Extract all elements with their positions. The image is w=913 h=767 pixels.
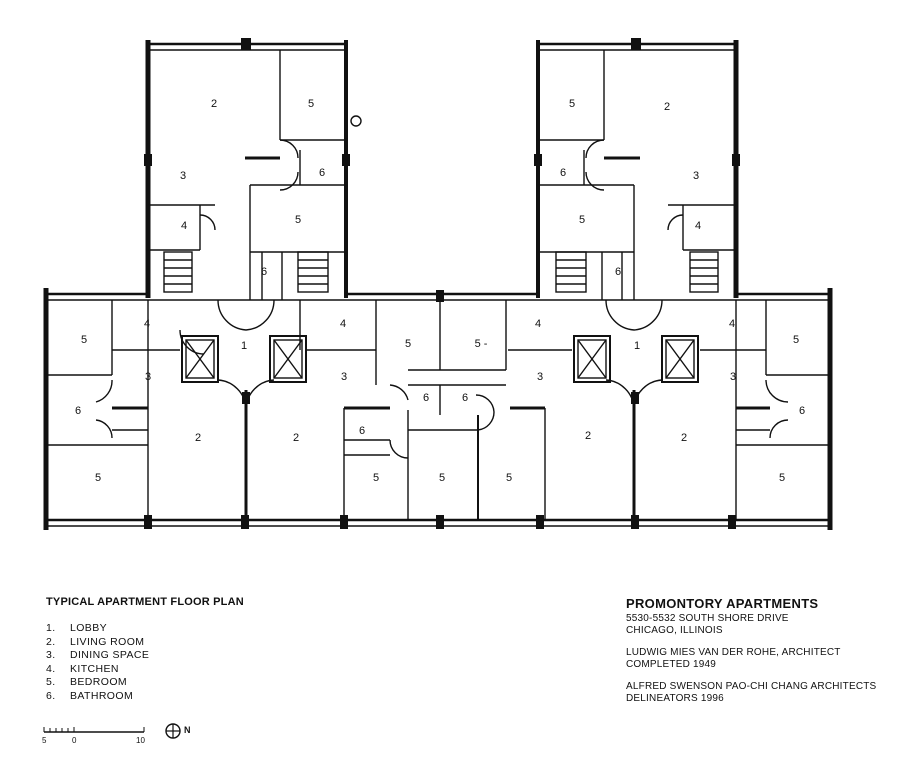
floor-plan-drawing: 2 5 3 6 4 5 6 5 2 6 3 5 4 6 5 4 1 4 5 5 …	[43, 38, 833, 530]
room-label: 3	[730, 371, 736, 383]
room-label: 2	[681, 432, 687, 444]
structural-columns	[144, 38, 740, 529]
room-label: 5	[373, 472, 379, 484]
delineator-firm: ALFRED SWENSON PAO-CHI CHANG ARCHITECTS	[626, 681, 877, 692]
room-label: 2	[293, 432, 299, 444]
left-tower-walls	[145, 40, 348, 300]
legend-item: 3.DINING SPACE	[46, 649, 150, 661]
city-line: CHICAGO, ILLINOIS	[626, 625, 723, 636]
room-label: 4	[695, 220, 701, 232]
room-label: 2	[585, 430, 591, 442]
legend-item: 5.BEDROOM	[46, 676, 128, 688]
room-label: 6	[319, 167, 325, 179]
room-legend: TYPICAL APARTMENT FLOOR PLAN 1.LOBBY 2.L…	[46, 596, 244, 703]
scale-label: 0	[72, 736, 77, 745]
lower-slab-walls	[43, 288, 833, 530]
room-label: 3	[537, 371, 543, 383]
room-label: 5	[405, 338, 411, 350]
room-label: 5 -	[475, 338, 488, 350]
room-label: 6	[359, 425, 365, 437]
room-label: 3	[145, 371, 151, 383]
room-label: 5	[579, 214, 585, 226]
address-line: 5530-5532 SOUTH SHORE DRIVE	[626, 613, 789, 624]
room-label: 6	[615, 266, 621, 278]
legend-item: 1.LOBBY	[46, 622, 108, 634]
room-label: 5	[295, 214, 301, 226]
scale-label: 10	[136, 736, 145, 745]
column-marker-circle	[350, 115, 362, 127]
room-label: 4	[144, 318, 150, 330]
room-label: 6	[423, 392, 429, 404]
room-label: 5	[308, 98, 314, 110]
north-arrow-icon	[165, 723, 181, 739]
room-label: 6	[462, 392, 468, 404]
title-block: PROMONTORY APARTMENTS 5530-5532 SOUTH SH…	[626, 596, 876, 705]
room-label: 1	[634, 340, 640, 352]
architect-line: LUDWIG MIES VAN DER ROHE, ARCHITECT	[626, 647, 841, 658]
room-label: 4	[340, 318, 346, 330]
legend-item: 6.BATHROOM	[46, 689, 134, 702]
room-label: 6	[560, 167, 566, 179]
room-label: 5	[569, 98, 575, 110]
legend-title: TYPICAL APARTMENT FLOOR PLAN	[46, 596, 244, 608]
room-label: 3	[341, 371, 347, 383]
legend-item: 2.LIVING ROOM	[46, 635, 145, 648]
room-label: 2	[211, 98, 217, 110]
scale-label: 5	[42, 736, 47, 745]
room-label: 6	[799, 405, 805, 417]
room-label: 3	[693, 170, 699, 182]
room-label: 6	[75, 405, 81, 417]
north-label: N	[184, 725, 191, 735]
room-label: 6	[261, 266, 267, 278]
room-labels: 2 5 3 6 4 5 6 5 2 6 3 5 4 6 5 4 1 4 5 5 …	[75, 98, 805, 484]
room-label: 5	[779, 472, 785, 484]
scale-bar	[43, 727, 145, 733]
room-label: 4	[535, 318, 541, 330]
room-label: 5	[95, 472, 101, 484]
room-label: 5	[439, 472, 445, 484]
completed-line: COMPLETED 1949	[626, 659, 717, 670]
project-title: PROMONTORY APARTMENTS	[626, 596, 819, 611]
room-label: 5	[506, 472, 512, 484]
room-label: 1	[241, 340, 247, 352]
room-label: 2	[664, 101, 670, 113]
delineators-line: DELINEATORS 1996	[626, 693, 724, 704]
room-label: 5	[793, 334, 799, 346]
legend-item: 4.KITCHEN	[46, 662, 119, 675]
right-tower-walls	[536, 40, 739, 300]
room-label: 4	[181, 220, 187, 232]
room-label: 5	[81, 334, 87, 346]
room-label: 2	[195, 432, 201, 444]
room-label: 4	[729, 318, 735, 330]
room-label: 3	[180, 170, 186, 182]
